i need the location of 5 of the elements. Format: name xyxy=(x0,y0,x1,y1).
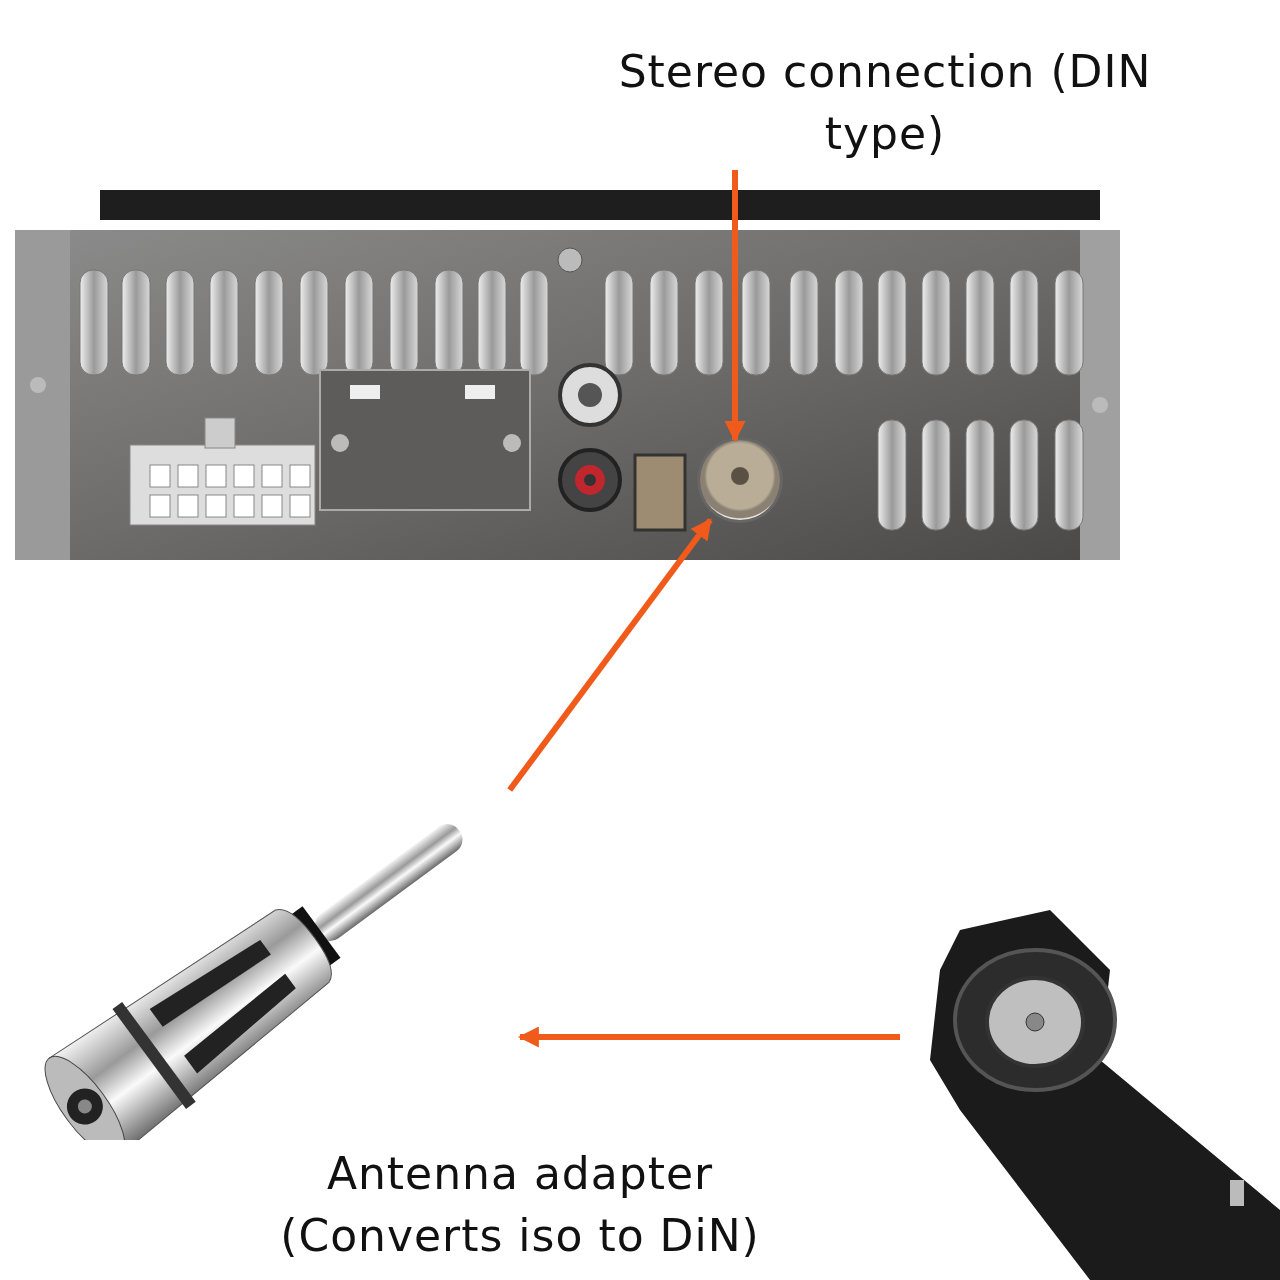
arrow xyxy=(517,1026,900,1048)
callout-text: Stereo connection (DIN type) xyxy=(610,35,1160,170)
caption-text: Antenna adapter (Converts iso to DiN) xyxy=(279,1147,761,1263)
arrow xyxy=(507,518,713,792)
arrow xyxy=(724,170,746,443)
